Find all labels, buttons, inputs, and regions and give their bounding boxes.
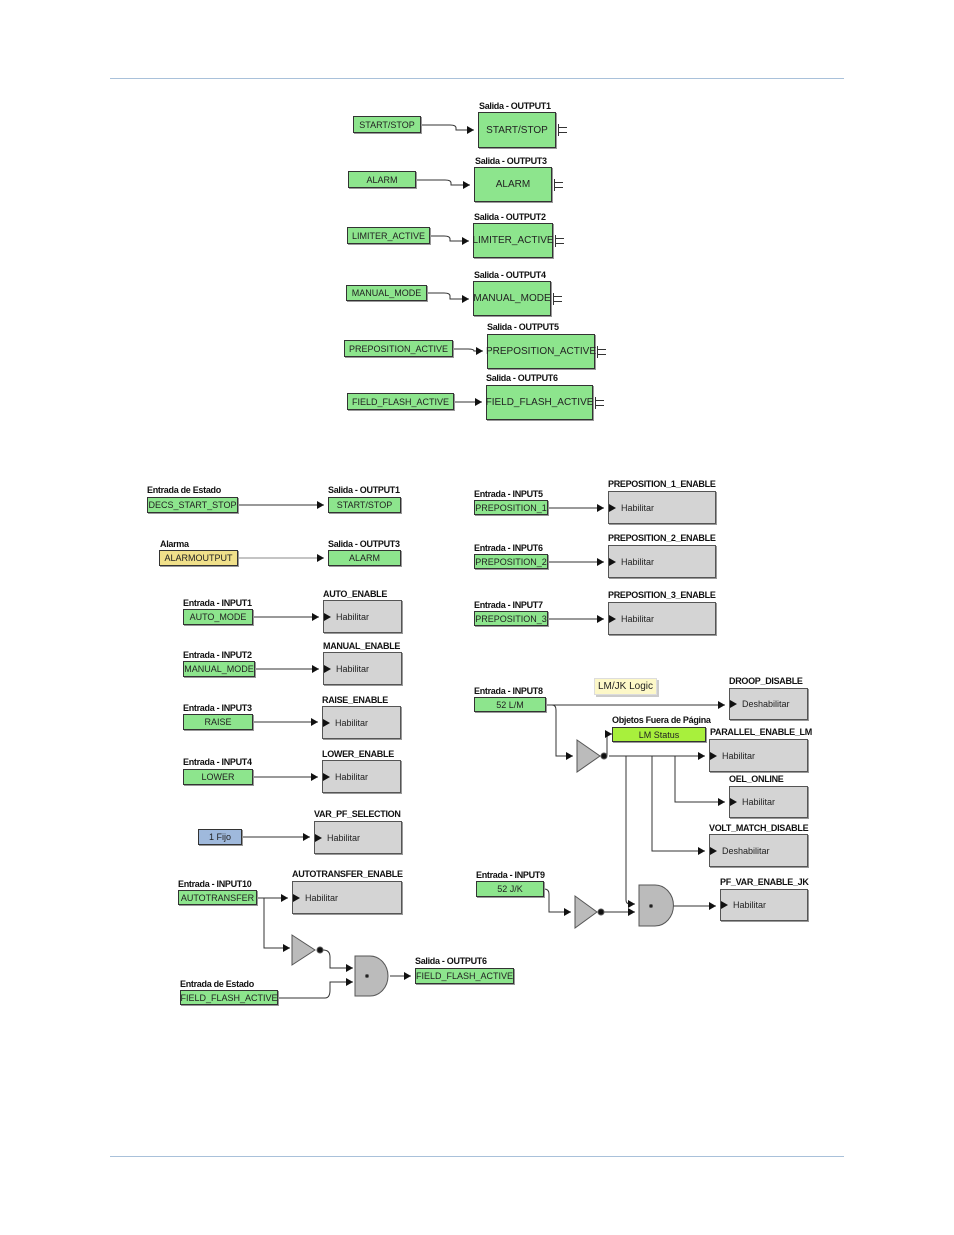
function-block[interactable]: Habilitar [322, 706, 401, 739]
input-block[interactable]: FIELD_FLASH_ACTIVE [347, 393, 454, 410]
output-block[interactable]: START/STOP [328, 497, 401, 513]
output-connector-icon [554, 179, 565, 191]
output-block[interactable]: START/STOP [478, 112, 556, 148]
input-block[interactable]: PREPOSITION_1 [474, 500, 548, 515]
output-connector-icon [555, 235, 566, 247]
function-block[interactable]: Habilitar [323, 652, 402, 685]
input-label: Entrada - INPUT8 [474, 686, 543, 696]
input-label: Entrada de Estado [180, 979, 254, 989]
function-label: OEL_ONLINE [729, 774, 784, 784]
input-label: Entrada - INPUT1 [183, 598, 252, 608]
alarm-block[interactable]: ALARMOUTPUT [159, 550, 238, 566]
input-label: Entrada - INPUT3 [183, 703, 252, 713]
output-connector-icon [597, 346, 608, 358]
output-block[interactable]: PREPOSITION_ACTIVE [486, 334, 596, 369]
output-label: Salida - OUTPUT3 [475, 156, 547, 166]
function-block[interactable]: Habilitar [314, 821, 402, 854]
function-label: PREPOSITION_3_ENABLE [608, 590, 716, 600]
function-block[interactable]: Habilitar [608, 602, 716, 635]
footer-rule [110, 1156, 844, 1157]
input-block[interactable]: RAISE [183, 714, 253, 730]
output-connector-icon [558, 124, 569, 136]
input-label: Entrada - INPUT4 [183, 757, 252, 767]
output-label: Salida - OUTPUT6 [486, 373, 558, 383]
function-block[interactable]: Habilitar [608, 545, 716, 578]
input-block[interactable]: DECS_START_STOP [147, 497, 238, 513]
function-block[interactable]: Habilitar [709, 739, 808, 772]
function-label: AUTO_ENABLE [323, 589, 388, 599]
function-label: PF_VAR_ENABLE_JK [720, 877, 809, 887]
function-label: VOLT_MATCH_DISABLE [709, 823, 809, 833]
input-block[interactable]: AUTO_MODE [183, 609, 253, 625]
function-block[interactable]: Habilitar [323, 600, 402, 633]
input-label: Entrada - INPUT7 [474, 600, 543, 610]
output-block[interactable]: ALARM [474, 167, 552, 202]
function-block[interactable]: Habilitar [322, 760, 401, 793]
output-block[interactable]: FIELD_FLASH_ACTIVE [486, 385, 593, 420]
output-connector-icon [553, 293, 564, 305]
function-label: PREPOSITION_1_ENABLE [608, 479, 716, 489]
function-block[interactable]: Habilitar [292, 881, 402, 914]
input-block[interactable]: MANUAL_MODE [183, 661, 255, 677]
input-label: Alarma [160, 539, 189, 549]
function-block[interactable]: Habilitar [720, 889, 808, 921]
output-connector-icon [595, 397, 606, 409]
function-label: RAISE_ENABLE [322, 695, 388, 705]
function-label: PREPOSITION_2_ENABLE [608, 533, 716, 543]
input-label: Entrada - INPUT9 [476, 870, 545, 880]
output-label: Salida - OUTPUT5 [487, 322, 559, 332]
input-label: Entrada - INPUT6 [474, 543, 543, 553]
output-label: Salida - OUTPUT3 [328, 539, 400, 549]
function-label: DROOP_DISABLE [729, 676, 803, 686]
output-label: Salida - OUTPUT4 [474, 270, 546, 280]
input-block[interactable]: START/STOP [353, 116, 421, 133]
output-block[interactable]: LIMITER_ACTIVE [472, 223, 554, 258]
offpage-label: Objetos Fuera de Página [612, 715, 711, 725]
function-block[interactable]: Habilitar [608, 491, 716, 524]
input-block[interactable]: LIMITER_ACTIVE [347, 227, 430, 244]
output-block[interactable]: ALARM [328, 550, 401, 566]
function-label: PARALLEL_ENABLE_LM [710, 727, 812, 737]
logic-note: LM/JK Logic [594, 678, 657, 695]
function-label: MANUAL_ENABLE [323, 641, 401, 651]
header-rule [110, 78, 844, 79]
function-label: AUTOTRANSFER_ENABLE [292, 869, 403, 879]
function-block[interactable]: Habilitar [729, 786, 808, 818]
input-block[interactable]: PREPOSITION_3 [474, 611, 548, 626]
function-block[interactable]: Deshabilitar [709, 834, 808, 867]
input-block[interactable]: 52 L/M [474, 697, 546, 712]
output-block[interactable]: FIELD_FLASH_ACTIVE [415, 968, 514, 984]
input-block[interactable]: MANUAL_MODE [346, 285, 427, 301]
function-label: LOWER_ENABLE [322, 749, 394, 759]
output-label: Salida - OUTPUT1 [479, 101, 551, 111]
input-label: Entrada - INPUT2 [183, 650, 252, 660]
output-label: Salida - OUTPUT2 [474, 212, 546, 222]
input-label: Entrada de Estado [147, 485, 221, 495]
input-block[interactable]: FIELD_FLASH_ACTIVE [180, 990, 278, 1005]
function-label: VAR_PF_SELECTION [314, 809, 401, 819]
output-block[interactable]: MANUAL_MODE [473, 281, 551, 316]
output-label: Salida - OUTPUT1 [328, 485, 400, 495]
function-block[interactable]: Deshabilitar [729, 688, 808, 720]
offpage-block[interactable]: LM Status [612, 727, 706, 742]
input-block[interactable]: PREPOSITION_2 [474, 554, 548, 569]
input-block[interactable]: PREPOSITION_ACTIVE [344, 340, 453, 357]
input-block[interactable]: 52 J/K [476, 881, 544, 897]
input-label: Entrada - INPUT10 [178, 879, 252, 889]
output-label: Salida - OUTPUT6 [415, 956, 487, 966]
input-block[interactable]: LOWER [183, 769, 253, 785]
fixed-value-block[interactable]: 1 Fijo [198, 829, 242, 845]
input-label: Entrada - INPUT5 [474, 489, 543, 499]
input-block[interactable]: ALARM [348, 171, 416, 188]
input-block[interactable]: AUTOTRANSFER [178, 890, 257, 905]
